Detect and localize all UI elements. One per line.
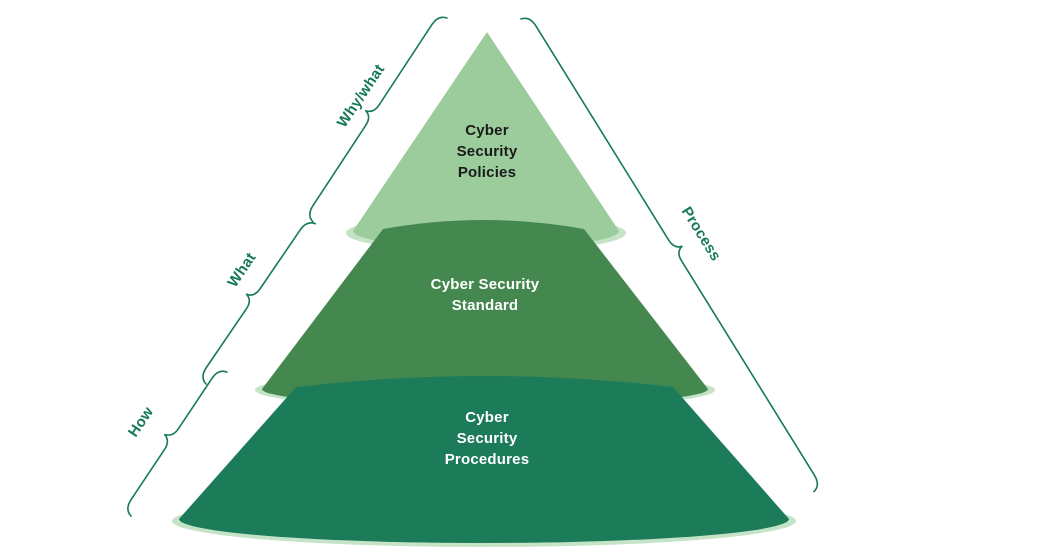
tier-text-line: Security (456, 143, 518, 160)
tier-text-line: Cyber Security (430, 276, 540, 293)
tier-text-line: Security (456, 430, 518, 447)
tier-text-line: Cyber (465, 409, 509, 426)
brace-process (520, 17, 819, 493)
tier-text-line: Standard (451, 297, 519, 314)
tier-procedures-shape (179, 376, 789, 543)
tier-text-line: Cyber (465, 122, 509, 139)
tier-standard-label: Cyber Security Standard (385, 274, 585, 316)
tier-policies-label: Cyber Security Policies (407, 120, 567, 183)
brace-what (202, 222, 317, 385)
tier-standard-shape (262, 220, 708, 406)
tier-text-line: Procedures (444, 451, 530, 468)
brace-how (127, 370, 228, 517)
tier-procedures-label: Cyber Security Procedures (387, 407, 587, 470)
brace-why-what (309, 16, 448, 223)
tier-policies-shape (353, 32, 619, 248)
tier-text-line: Policies (457, 164, 517, 181)
